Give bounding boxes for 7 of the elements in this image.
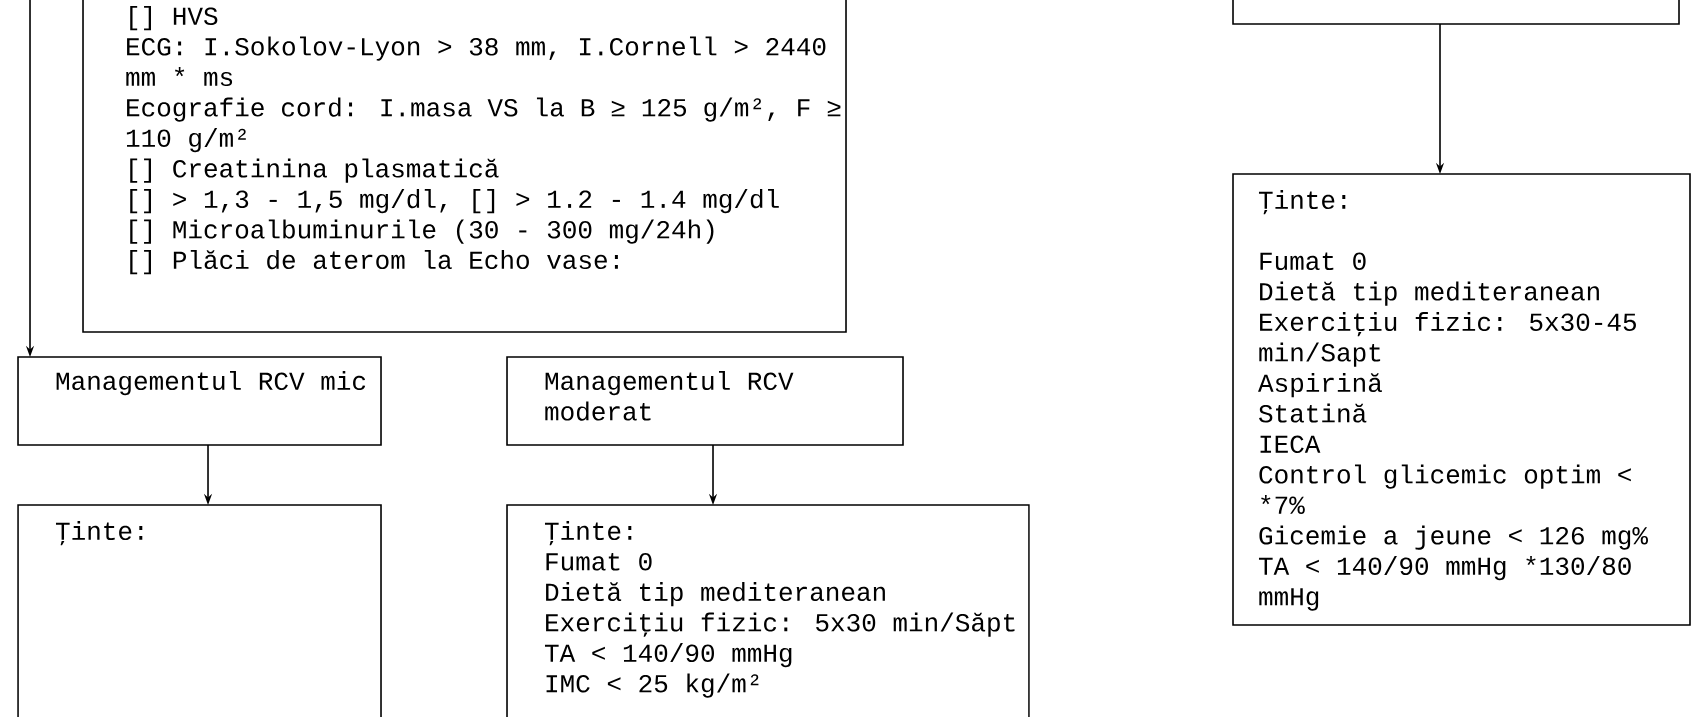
process-box (1232, 0, 1680, 25)
targets-box: Ţinte: Fumat 0 Dietă tip mediteranean Exerciţiu fizic: 5x30 min/Săpt TA < 140/90 mmHg IMC < 25 kg/m² (506, 504, 1030, 717)
criteria-box: [] HVS ECG: I.Sokolov-Lyon > 38 mm, I.Cornell > 2440 mm * ms Ecografie cord: I.masa VS la B ≥ 125 g/m², F ≥ 110 g/m² [] Creatinina plasmatică [] > 1,3 - 1,5 mg/dl, [] > 1.2 - 1.4 mg/dl [] Microalbuminurile (30 - 300 mg/24h) [] Plăci de aterom la Echo vase: (82, 0, 847, 333)
targets-box: Ţinte: (17, 504, 382, 717)
targets-box: Ţinte: Fumat 0 Dietă tip mediteranean Exerciţiu fizic: 5x30-45 min/Sapt Aspirină Statină IECA Control glicemic optim < *7% Gicemie a jeune < 126 mg% TA < 140/90 mmHg *130/80 mmHg (1232, 173, 1691, 626)
process-box: Managementul RCV mic (17, 356, 382, 446)
process-box: Managementul RCV moderat (506, 356, 904, 446)
